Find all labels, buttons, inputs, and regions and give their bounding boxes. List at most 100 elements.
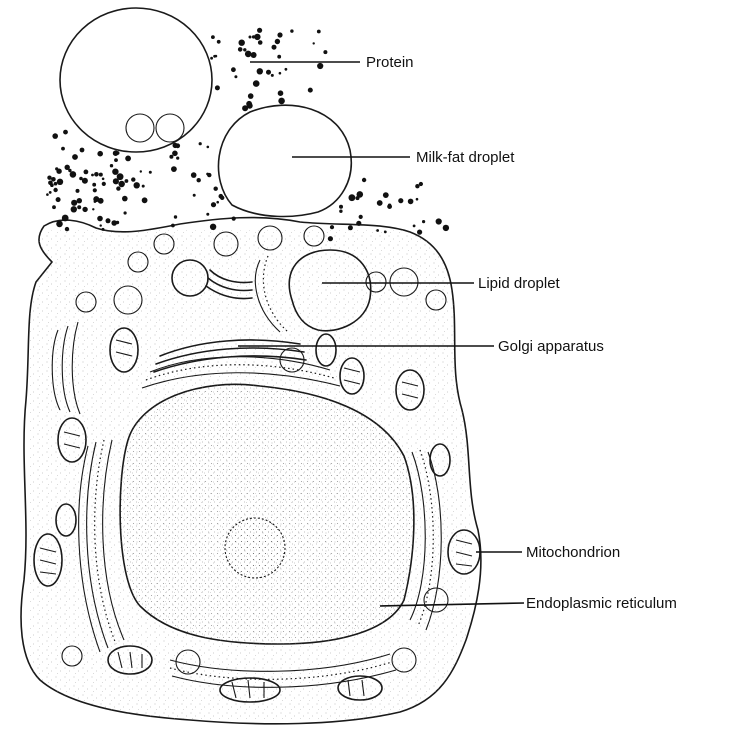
milk-fat-droplet-shape: [218, 105, 351, 216]
protein-granule: [248, 93, 254, 99]
protein-granule: [245, 51, 252, 58]
label-milk-fat-droplet: Milk-fat droplet: [416, 149, 515, 166]
protein-granule: [317, 30, 321, 34]
protein-granule: [113, 178, 119, 184]
label-lipid-droplet: Lipid droplet: [478, 275, 561, 292]
protein-granule: [97, 216, 103, 222]
protein-granule: [55, 167, 58, 170]
protein-granule: [72, 154, 78, 160]
protein-granule: [92, 183, 96, 187]
protein-granule: [134, 182, 140, 188]
protein-granule: [65, 227, 69, 231]
secretory-fat-vacuole: [60, 8, 212, 152]
protein-granule: [63, 130, 68, 135]
protein-granule: [246, 101, 252, 107]
protein-granule: [124, 211, 127, 214]
protein-granule: [169, 155, 173, 159]
protein-granule: [77, 198, 82, 203]
protein-granule: [92, 208, 94, 210]
protein-granule: [377, 200, 383, 206]
protein-granule: [80, 148, 85, 153]
protein-granule: [71, 206, 77, 212]
protein-granule: [70, 171, 77, 178]
protein-granule: [191, 172, 197, 178]
protein-granule: [65, 165, 70, 170]
protein-granule: [266, 70, 271, 75]
protein-granule: [62, 215, 69, 222]
protein-granule: [116, 186, 120, 190]
protein-granule: [97, 151, 103, 157]
protein-granule: [211, 202, 216, 207]
protein-granule: [357, 191, 364, 198]
protein-granule: [142, 185, 145, 188]
protein-granule: [308, 88, 313, 93]
protein-granule: [416, 198, 419, 201]
protein-granule: [362, 178, 366, 182]
protein-granule: [197, 178, 201, 182]
protein-granule: [239, 40, 245, 46]
protein-granule: [214, 187, 218, 191]
protein-granule: [53, 188, 57, 192]
protein-granule: [91, 174, 94, 177]
protein-granule: [113, 150, 119, 156]
protein-granule: [199, 142, 202, 145]
protein-granule: [387, 204, 392, 209]
protein-granule: [215, 85, 220, 90]
protein-granule: [94, 172, 99, 177]
protein-granule: [257, 28, 262, 33]
protein-granule: [231, 67, 236, 72]
protein-granule: [56, 221, 63, 228]
label-golgi-apparatus: Golgi apparatus: [498, 338, 604, 355]
protein-granule: [174, 215, 177, 218]
protein-granule: [102, 182, 106, 186]
protein-granule: [317, 63, 323, 69]
protein-granule: [254, 34, 260, 40]
protein-granule: [54, 182, 58, 186]
protein-granule: [278, 98, 285, 105]
protein-granule: [356, 221, 361, 226]
protein-granule: [47, 176, 51, 180]
protein-granule: [419, 182, 423, 186]
protein-granule: [131, 177, 135, 181]
protein-granule: [77, 205, 81, 209]
protein-granule: [106, 218, 111, 223]
protein-granule: [50, 183, 54, 187]
protein-granule: [234, 75, 237, 78]
protein-granule: [349, 194, 356, 201]
protein-granule: [140, 170, 142, 172]
protein-granule: [383, 192, 389, 198]
protein-granule: [94, 200, 97, 203]
protein-granule: [102, 178, 105, 181]
protein-granule: [249, 36, 252, 39]
protein-granule: [71, 200, 77, 206]
protein-granule: [61, 147, 65, 151]
protein-granule: [211, 35, 215, 39]
label-endoplasmic-reticulum: Endoplasmic reticulum: [526, 595, 677, 612]
protein-granule: [149, 171, 152, 174]
protein-granule: [122, 196, 128, 202]
protein-granule: [258, 40, 263, 45]
protein-granule: [443, 225, 449, 231]
protein-granule: [110, 164, 113, 167]
protein-granule: [376, 229, 379, 232]
protein-granule: [206, 213, 209, 216]
protein-granule: [238, 47, 243, 52]
protein-granule: [213, 55, 216, 58]
protein-granule: [119, 181, 125, 187]
protein-granule: [408, 199, 414, 205]
protein-granule: [51, 177, 56, 182]
protein-granule: [279, 72, 282, 75]
protein-granule: [82, 178, 88, 184]
protein-granule: [142, 197, 148, 203]
protein-granule: [99, 173, 103, 177]
protein-granule: [52, 205, 56, 209]
label-mitochondrion: Mitochondrion: [526, 544, 620, 561]
protein-granule: [56, 197, 61, 202]
protein-granule: [93, 188, 97, 192]
protein-granule: [413, 225, 416, 228]
protein-granule: [348, 225, 353, 230]
protein-granule: [57, 179, 63, 185]
protein-granule: [220, 196, 224, 200]
protein-granule: [171, 166, 177, 172]
